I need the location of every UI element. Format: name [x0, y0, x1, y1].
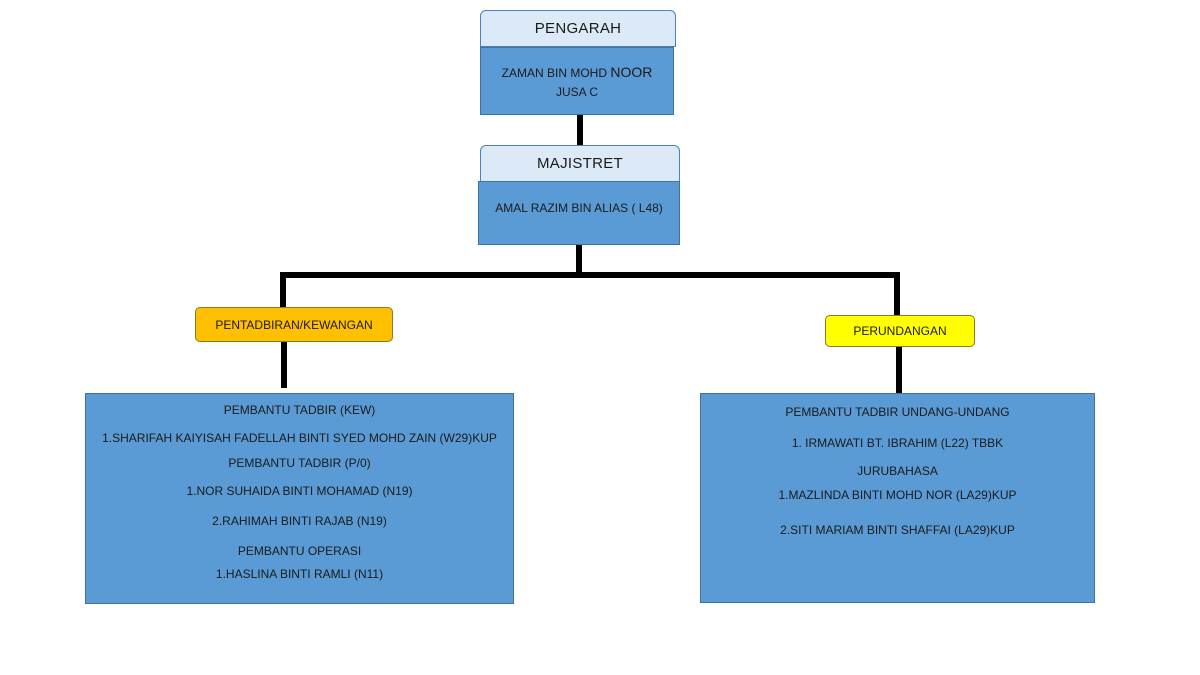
pentadbiran-staff-box: PEMBANTU TADBIR (KEW) 1.SHARIFAH KAIYISA…: [85, 393, 514, 604]
perundangan-staff-box: PEMBANTU TADBIR UNDANG-UNDANG 1. IRMAWAT…: [700, 393, 1095, 603]
unit-pentadbiran-label-box: PENTADBIRAN/KEWANGAN: [195, 307, 393, 342]
pengarah-name: ZAMAN BIN MOHD NOOR: [502, 64, 653, 80]
connector-left-branch-down: [280, 272, 286, 308]
staff-entry: 1.MAZLINDA BINTI MOHD NOR (LA29)KUP: [778, 488, 1017, 502]
pengarah-title: PENGARAH: [534, 20, 622, 37]
connector-pengarah-majistret: [577, 114, 583, 148]
pengarah-name-part: ZAMAN BIN MOHD: [501, 65, 607, 80]
pengarah-title-box: PENGARAH: [480, 10, 676, 47]
pengarah-name-emphasis: NOOR: [610, 63, 653, 80]
staff-entry: 2.SITI MARIAM BINTI SHAFFAI (LA29)KUP: [780, 523, 1015, 537]
staff-heading-pembantu-operasi: PEMBANTU OPERASI: [237, 544, 362, 558]
staff-entry: 1. IRMAWATI BT. IBRAHIM (L22) TBBK: [791, 436, 1004, 450]
unit-perundangan-label-box: PERUNDANGAN: [825, 315, 975, 347]
staff-entry: 1.NOR SUHAIDA BINTI MOHAMAD (N19): [186, 484, 413, 498]
unit-pentadbiran-label: PENTADBIRAN/KEWANGAN: [215, 317, 373, 332]
pengarah-name-box: ZAMAN BIN MOHD NOOR JUSA C: [480, 47, 674, 115]
staff-heading-pembantu-tadbir-undang: PEMBANTU TADBIR UNDANG-UNDANG: [785, 405, 1010, 419]
connector-horizontal-branch: [281, 272, 900, 278]
connector-majistret-down: [576, 244, 582, 276]
unit-perundangan-label: PERUNDANGAN: [853, 324, 947, 338]
staff-heading-pembantu-tadbir-kew: PEMBANTU TADBIR (KEW): [223, 403, 376, 417]
connector-right-unit-down: [896, 346, 902, 393]
staff-entry: 2.RAHIMAH BINTI RAJAB (N19): [212, 514, 387, 528]
staff-entry: 1.SHARIFAH KAIYISAH FADELLAH BINTI SYED …: [102, 431, 497, 445]
majistret-title: MAJISTRET: [536, 155, 624, 172]
pengarah-grade: JUSA C: [555, 84, 598, 99]
connector-left-unit-down: [281, 341, 287, 388]
staff-entry: 1.HASLINA BINTI RAMLI (N11): [215, 567, 384, 581]
staff-heading-jurubahasa: JURUBAHASA: [857, 464, 938, 478]
majistret-name-box: AMAL RAZIM BIN ALIAS ( L48): [478, 181, 680, 245]
staff-heading-pembantu-tadbir-po: PEMBANTU TADBIR (P/0): [228, 456, 371, 470]
majistret-title-box: MAJISTRET: [480, 145, 680, 182]
majistret-name: AMAL RAZIM BIN ALIAS ( L48): [495, 201, 663, 215]
connector-right-branch-down: [894, 272, 900, 316]
